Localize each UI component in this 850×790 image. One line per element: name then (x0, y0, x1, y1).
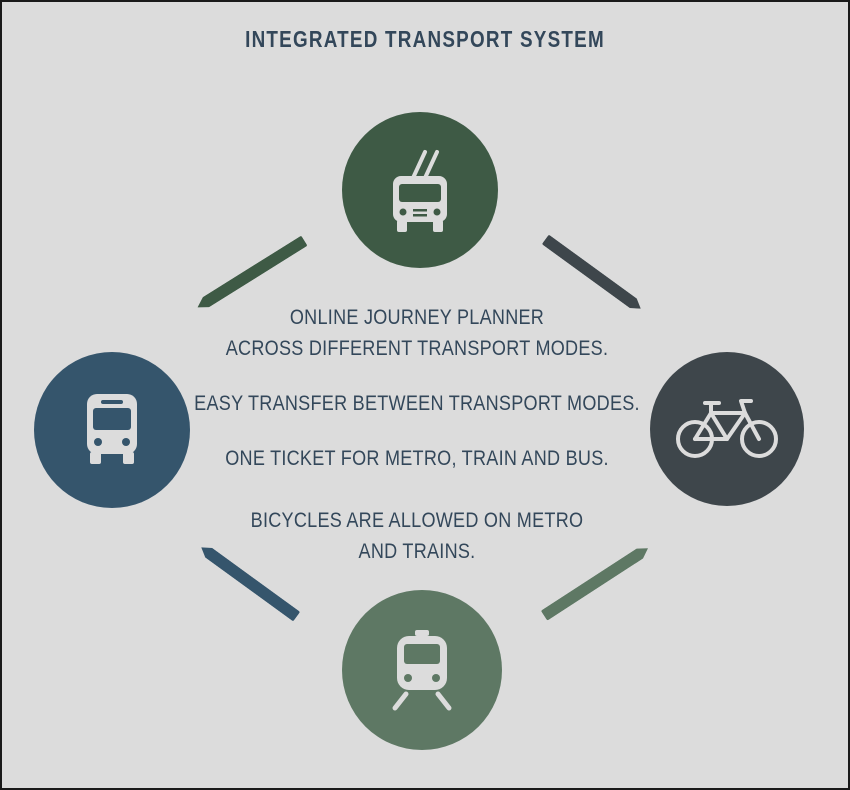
trolleybus-icon (393, 150, 447, 232)
bicycle-node (650, 352, 804, 506)
feature-line-1: ONLINE JOURNEY PLANNER (289, 306, 545, 329)
feature-line-3: EASY TRANSFER BETWEEN TRANSPORT MODES. (194, 392, 640, 415)
bus-icon (87, 394, 137, 464)
feature-line-5: BICYCLES ARE ALLOWED ON METRO (250, 509, 584, 532)
feature-journey-planner: ONLINE JOURNEY PLANNER ACROSS DIFFERENT … (152, 302, 682, 364)
train-node (342, 590, 502, 750)
train-icon (392, 630, 452, 711)
bus-node (34, 352, 190, 508)
feature-line-2: ACROSS DIFFERENT TRANSPORT MODES. (225, 337, 609, 360)
feature-line-4: ONE TICKET FOR METRO, TRAIN AND BUS. (225, 447, 609, 470)
feature-line-6: AND TRAINS. (358, 540, 476, 563)
feature-one-ticket: ONE TICKET FOR METRO, TRAIN AND BUS. (152, 443, 682, 474)
trolleybus-node (342, 112, 498, 268)
connector-top-left (194, 236, 307, 313)
bicycle-icon (676, 399, 778, 458)
feature-bicycles-allowed: BICYCLES ARE ALLOWED ON METRO AND TRAINS… (152, 505, 682, 567)
diagram-title: INTEGRATED TRANSPORT SYSTEM (245, 26, 605, 52)
feature-easy-transfer: EASY TRANSFER BETWEEN TRANSPORT MODES. (152, 388, 682, 419)
